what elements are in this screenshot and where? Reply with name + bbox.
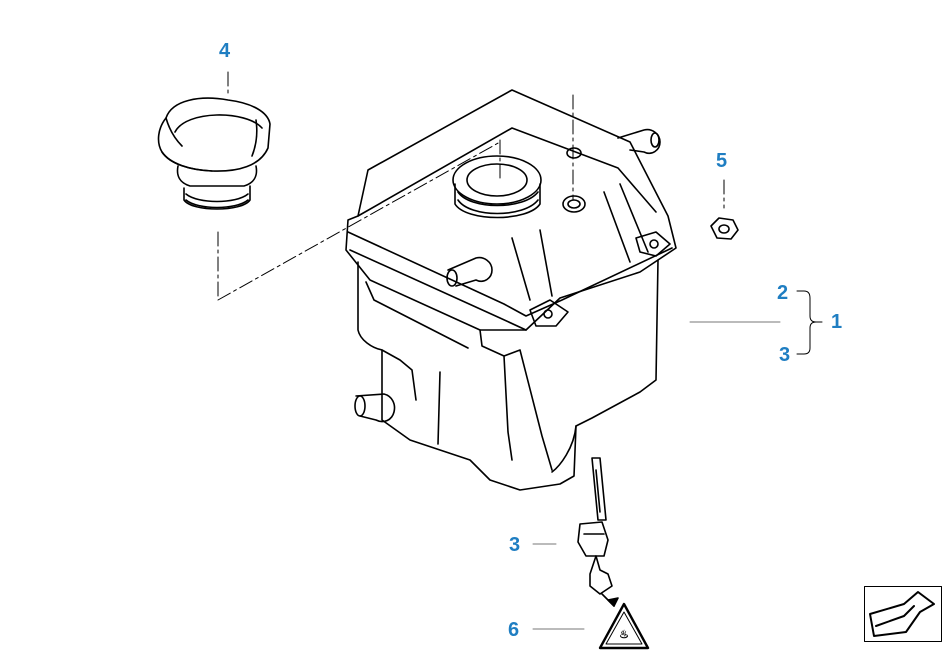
next-arrow-icon	[864, 586, 942, 642]
group-bracket	[796, 290, 823, 355]
callout-5[interactable]: 5	[716, 150, 728, 172]
callout-3-sensor[interactable]: 3	[509, 534, 521, 556]
hex-nut[interactable]	[710, 217, 739, 240]
coolant-expansion-tank[interactable]	[345, 89, 677, 491]
callout-6[interactable]: 6	[508, 619, 520, 641]
callout-3-assembly[interactable]: 3	[779, 344, 791, 366]
leader-lines	[532, 321, 781, 630]
callout-2[interactable]: 2	[777, 282, 789, 304]
svg-text:♨: ♨	[619, 629, 629, 641]
callout-4[interactable]: 4	[219, 40, 231, 62]
callout-1[interactable]: 1	[831, 311, 843, 333]
next-page-button[interactable]	[864, 586, 942, 642]
coolant-level-sensor[interactable]	[577, 457, 619, 607]
hot-fluid-warning-icon[interactable]: ♨	[598, 602, 650, 650]
expansion-tank-cap[interactable]	[157, 97, 271, 210]
